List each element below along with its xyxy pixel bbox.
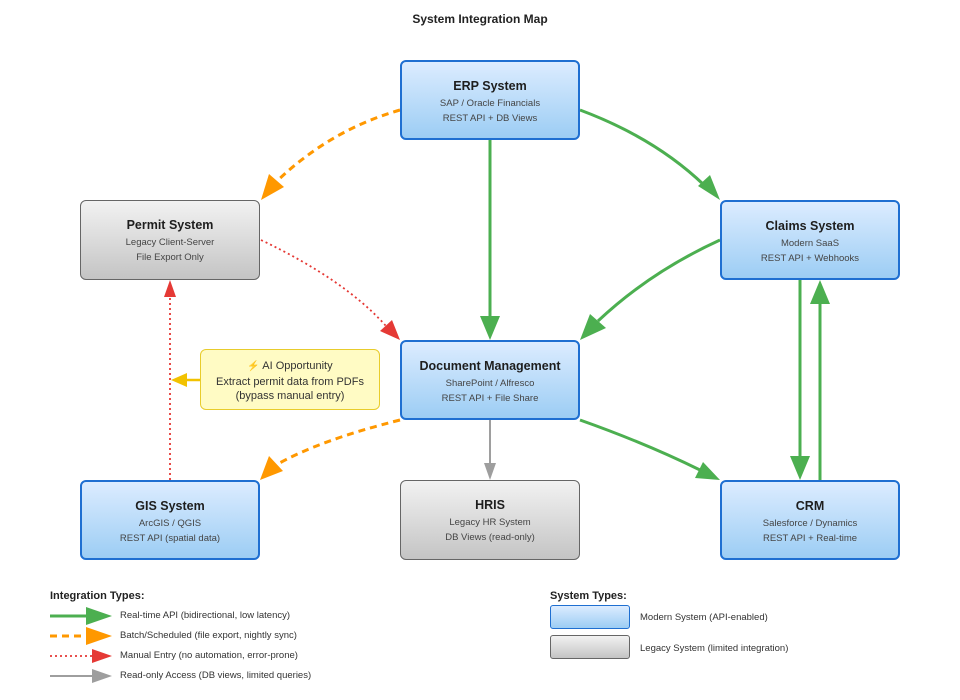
arrowhead	[698, 175, 720, 200]
node-name: ERP System	[453, 79, 527, 93]
node-detail: REST API + DB Views	[442, 113, 538, 124]
diagram-title: System Integration Map	[412, 12, 548, 26]
legend-label-legacy: Legacy System (limited integration)	[640, 643, 789, 654]
node-detail: DB Views (read-only)	[445, 532, 535, 543]
link-docmgmt-crm	[579, 418, 701, 472]
node-name: Permit System	[126, 218, 214, 232]
link-permit-docmgmt	[260, 239, 387, 327]
arrowhead	[164, 280, 176, 297]
node-detail: File Export Only	[136, 252, 204, 263]
legend-label-modern: Modern System (API-enabled)	[640, 612, 768, 623]
lightning-icon: ⚡	[247, 361, 260, 372]
node-permit-system: Permit System Legacy Client-Server File …	[80, 200, 260, 280]
arrowhead	[261, 174, 284, 200]
legend-label-readonly: Read-only Access (DB views, limited quer…	[120, 670, 312, 681]
arrowhead	[480, 316, 500, 340]
callout-text: Extract permit data from PDFs	[216, 375, 364, 388]
node-detail: SAP / Oracle Financials	[439, 98, 541, 109]
link-erp-claims	[579, 108, 706, 187]
node-erp-system: ERP System SAP / Oracle Financials REST …	[400, 60, 580, 140]
node-detail: ArcGIS / QGIS	[138, 518, 202, 529]
node-detail: Salesforce / Dynamics	[762, 518, 858, 529]
node-name: Claims System	[765, 219, 855, 233]
legend-label-realtime: Real-time API (bidirectional, low latenc…	[120, 610, 291, 621]
node-claims-system: Claims System Modern SaaS REST API + Web…	[720, 200, 900, 280]
legend-swatch-legacy	[550, 635, 630, 659]
arrowhead	[484, 463, 496, 480]
arrowhead	[810, 280, 830, 304]
node-detail: Legacy HR System	[449, 517, 531, 528]
legend-swatch-modern	[550, 605, 630, 629]
legend-arrow-readonly	[92, 669, 112, 683]
legend-label-batch: Batch/Scheduled (file export, nightly sy…	[120, 630, 297, 641]
node-detail: REST API (spatial data)	[119, 533, 221, 544]
node-detail: REST API + Webhooks	[760, 253, 860, 264]
link-claims-docmgmt	[596, 238, 721, 323]
arrowhead	[260, 456, 283, 480]
integration-legend-title: Integration Types:	[50, 590, 145, 602]
node-detail: SharePoint / Alfresco	[445, 378, 535, 389]
callout-heading: ⚡ AI Opportunity	[201, 359, 379, 375]
arrowhead	[580, 314, 606, 340]
arrowhead	[171, 373, 187, 387]
legend-arrow-batch	[86, 627, 112, 645]
arrowhead	[380, 320, 400, 340]
legend-label-manual: Manual Entry (no automation, error-prone…	[120, 650, 298, 661]
node-name: HRIS	[475, 498, 505, 512]
node-detail: Modern SaaS	[780, 238, 840, 249]
node-detail: Legacy Client-Server	[125, 237, 215, 248]
node-crm: CRM Salesforce / Dynamics REST API + Rea…	[720, 480, 900, 560]
node-detail: REST API + Real-time	[762, 533, 858, 544]
arrowhead	[695, 462, 720, 480]
node-name: CRM	[795, 499, 825, 513]
legend-arrow-realtime	[86, 607, 112, 625]
node-name: Document Management	[419, 359, 561, 373]
node-hris: HRIS Legacy HR System DB Views (read-onl…	[400, 480, 580, 560]
arrowhead	[790, 456, 810, 480]
ai-opportunity-callout: ⚡ AI Opportunity Extract permit data fro…	[200, 349, 380, 410]
node-document-management: Document Management SharePoint / Alfresc…	[400, 340, 580, 420]
link-docmgmt-gis	[275, 418, 401, 467]
system-legend-title: System Types:	[550, 590, 627, 602]
node-name: GIS System	[135, 499, 205, 513]
callout-text: (bypass manual entry)	[235, 390, 345, 402]
link-erp-permit	[274, 108, 401, 184]
node-detail: REST API + File Share	[441, 393, 539, 404]
legend-arrow-manual	[92, 649, 112, 663]
callout-title: AI Opportunity	[262, 360, 333, 372]
node-gis-system: GIS System ArcGIS / QGIS REST API (spati…	[80, 480, 260, 560]
